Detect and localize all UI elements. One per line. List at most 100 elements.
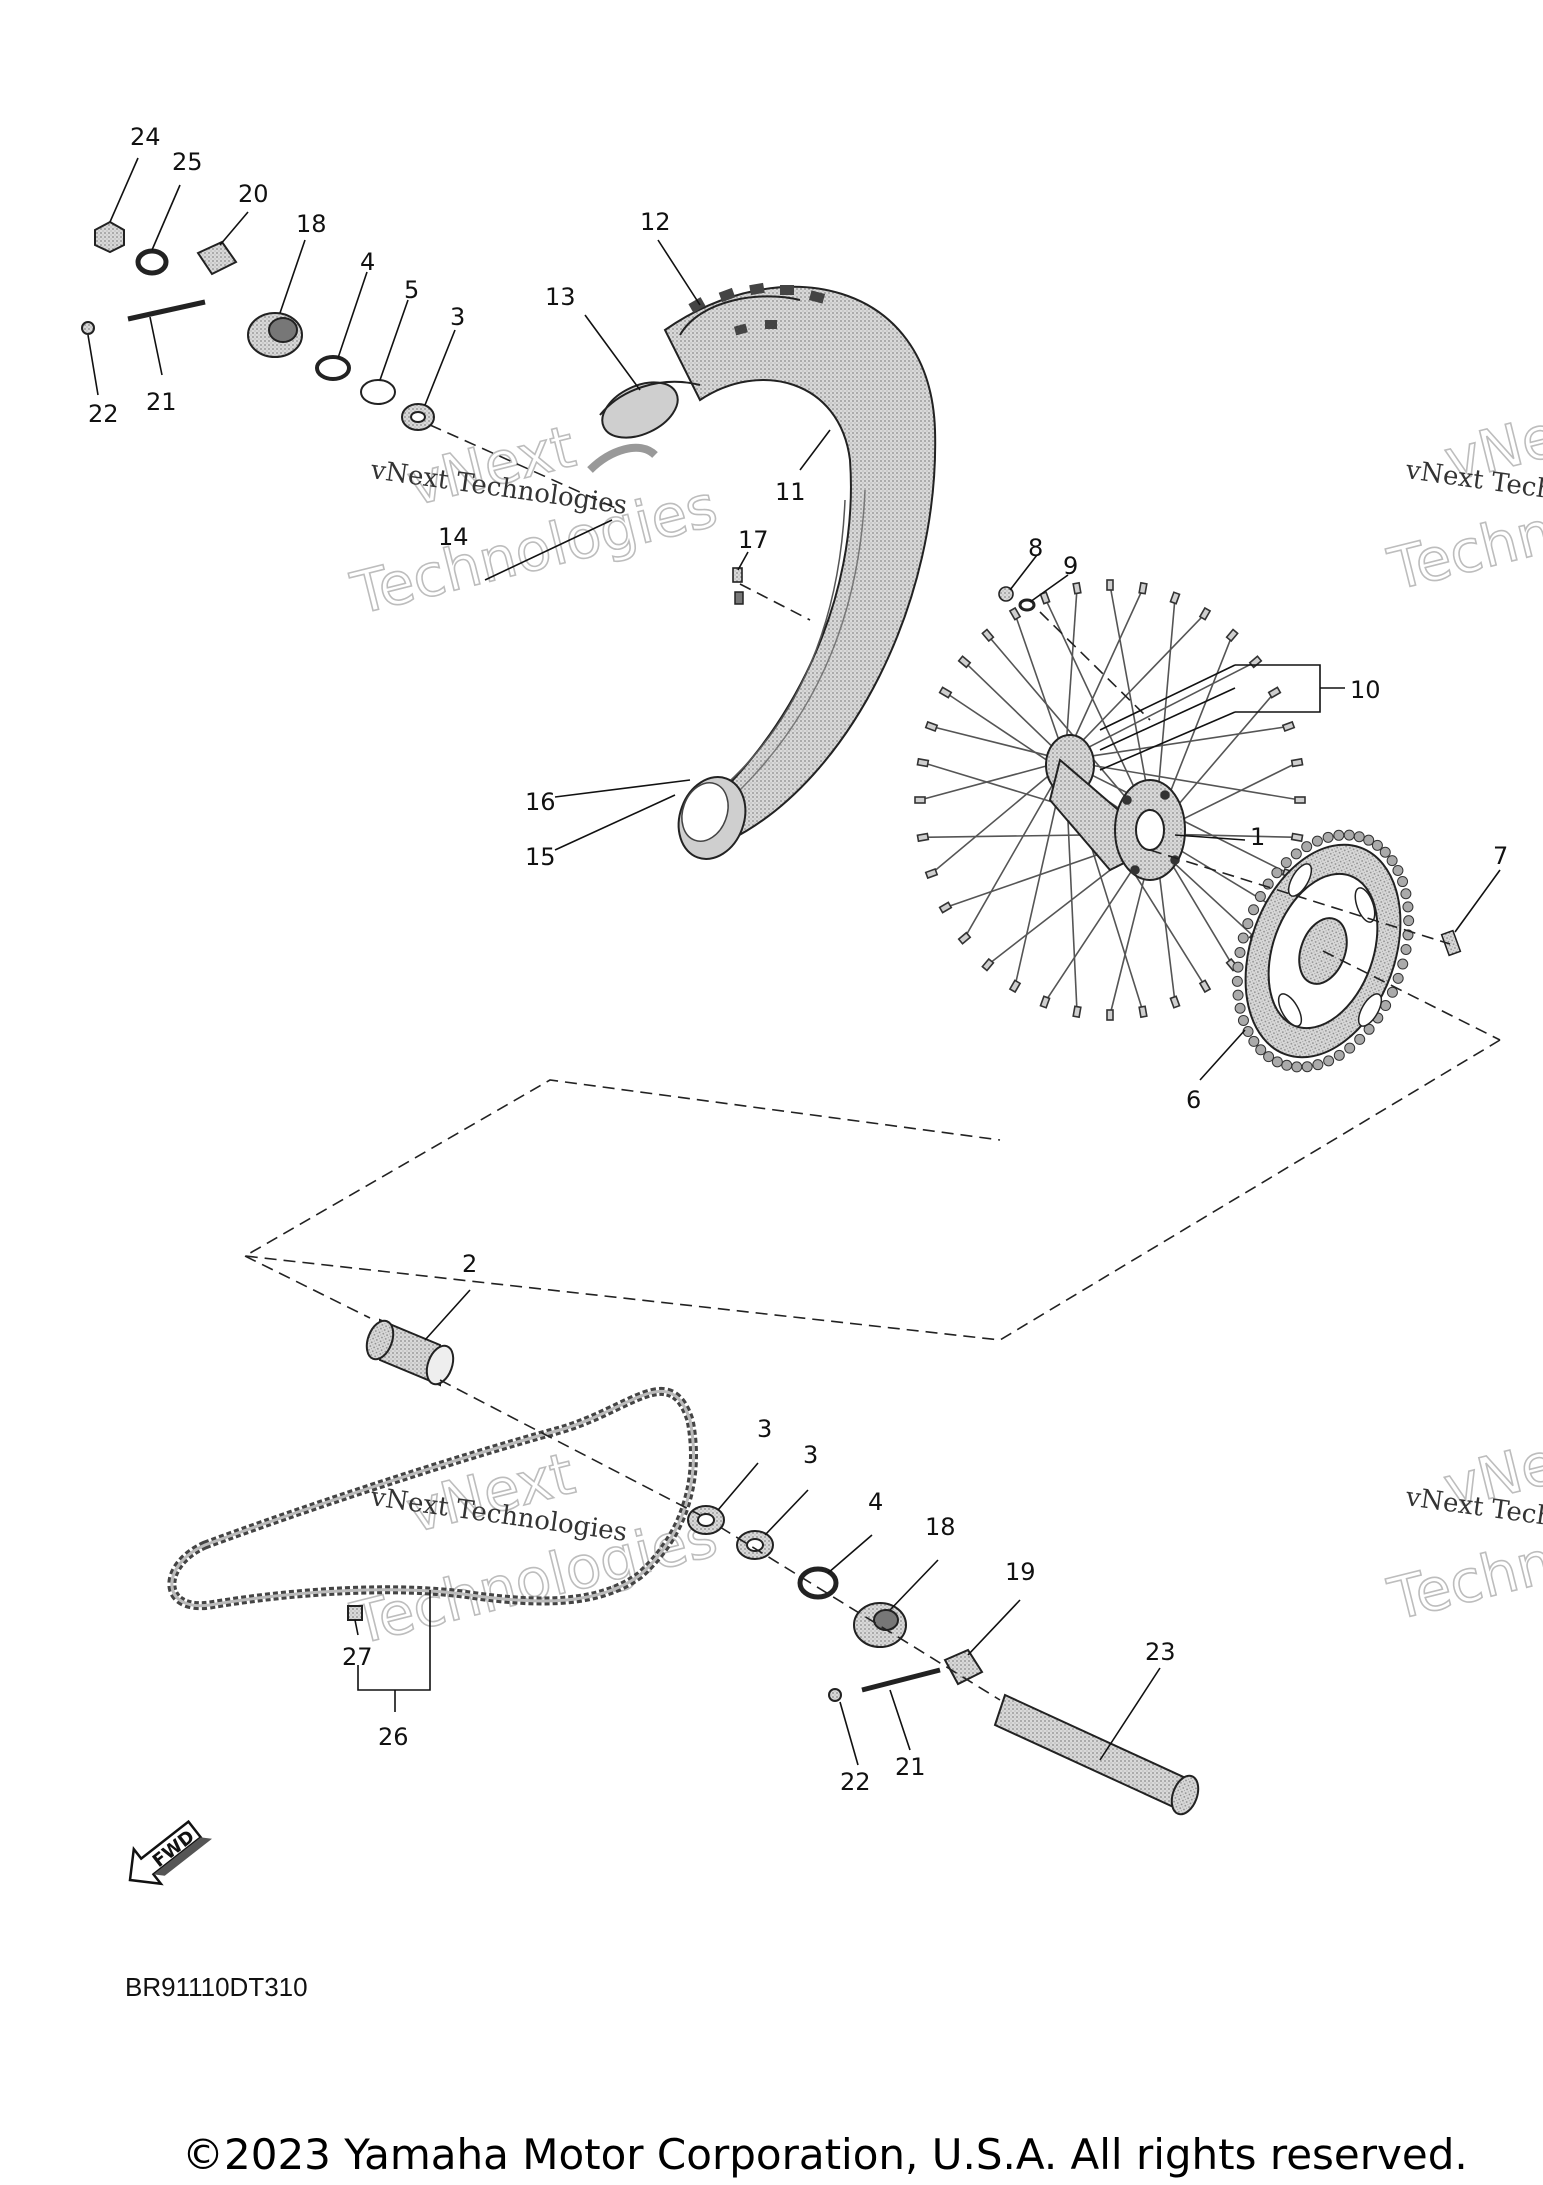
callout-16: 16: [525, 788, 556, 816]
leader-lines: [87, 157, 1501, 1766]
spoke: [931, 725, 1052, 758]
callout-7: 7: [1493, 842, 1508, 870]
spoke-nipple: [916, 757, 930, 768]
spoke: [1014, 613, 1061, 744]
sprocket-tooth: [1400, 943, 1412, 955]
adjuster-20: [196, 240, 238, 276]
watermark-top-right: vNext Technologies vNext Technologies: [1381, 387, 1543, 604]
callout-8: 8: [1028, 534, 1043, 562]
sprocket-tooth: [1312, 1059, 1324, 1071]
sprocket-tooth: [1271, 867, 1283, 879]
spoke-nipple: [1008, 606, 1022, 621]
dashed-assembly-lines-top: [242, 424, 1501, 1341]
spoke: [1088, 772, 1289, 875]
spoke-nipple: [924, 867, 939, 880]
spoke-nipple: [1106, 579, 1114, 591]
sprocket-tooth: [1234, 947, 1246, 959]
spoke-nipple: [1198, 979, 1212, 994]
bolt-21: [127, 299, 206, 322]
sprocket-tooth: [1301, 841, 1313, 853]
callout-22: 22: [88, 400, 119, 428]
sprocket-tooth: [1280, 857, 1292, 869]
sprocket-tooth: [1344, 1042, 1356, 1054]
spoke: [1084, 661, 1256, 750]
diagram-code: BR91110DT310: [125, 1972, 308, 2002]
small-fasteners: [732, 567, 1036, 612]
sprocket-tooth: [1392, 864, 1404, 876]
spoke-nipple: [914, 796, 926, 804]
spoke-nipple: [1290, 832, 1304, 843]
sprocket-tooth: [1248, 904, 1260, 916]
spoke-nipple: [1008, 979, 1022, 994]
sprocket-tooth: [1379, 846, 1391, 858]
spoke-nipple: [1138, 581, 1148, 595]
ring-5: [360, 379, 396, 405]
spoke: [1162, 848, 1233, 966]
spoke-nipple: [916, 832, 930, 843]
seal-4: [315, 355, 351, 381]
callout-12: 12: [640, 208, 671, 236]
sprocket-tooth: [1333, 1049, 1345, 1061]
sprocket-tooth: [1403, 915, 1415, 927]
sprocket-tooth: [1386, 986, 1398, 998]
callout-17: 17: [738, 526, 769, 554]
spoke: [1169, 833, 1298, 839]
spoke-nipple: [1290, 757, 1304, 768]
sprocket-tooth: [1232, 961, 1244, 973]
spoke-nipple: [981, 628, 995, 643]
nut-22: [81, 321, 95, 335]
spoke: [1044, 853, 1144, 1003]
drive-chain: [167, 1386, 698, 1611]
callout-25: 25: [172, 148, 203, 176]
spoke-nipple: [1169, 995, 1181, 1009]
spoke: [1072, 587, 1144, 741]
sprocket-tooth: [1263, 1051, 1275, 1063]
spoke: [1162, 635, 1233, 812]
bolt-8: [998, 586, 1014, 602]
callout-5: 5: [404, 276, 419, 304]
callout-27: 27: [342, 1643, 373, 1671]
sprocket-tooth: [1323, 1055, 1335, 1067]
callout-24: 24: [130, 123, 161, 151]
callout-21: 21: [146, 388, 177, 416]
left-axle-parts: [81, 220, 435, 431]
spoke: [1109, 854, 1151, 1016]
callout-23: 23: [1145, 1638, 1176, 1666]
sprocket-tooth: [1237, 1014, 1249, 1026]
rear-sprocket: [1231, 829, 1462, 1073]
callout-11: 11: [775, 478, 806, 506]
callout-4: 4: [360, 248, 375, 276]
spoke: [963, 661, 1056, 750]
spoke: [930, 772, 1052, 875]
spoke-nipple: [981, 957, 995, 972]
sprocket-tooth: [1333, 829, 1345, 841]
callout-22b: 22: [840, 1768, 871, 1796]
dashed-assembly-lines-bottom: [244, 1255, 1001, 1701]
sprocket-tooth: [1255, 1044, 1267, 1056]
callout-20: 20: [238, 180, 269, 208]
callout-4b: 4: [868, 1488, 883, 1516]
spoke-nipple: [1294, 796, 1306, 804]
callout-13: 13: [545, 283, 576, 311]
watermark-bottom-right: vNext Technologies vNext Technologies: [1381, 1414, 1543, 1634]
spoke: [1088, 725, 1289, 758]
spoke: [1014, 786, 1061, 987]
spoke-nipple: [1198, 606, 1212, 621]
spoke: [1065, 588, 1078, 741]
tire-and-rim: [587, 282, 937, 860]
watermark-top-left: vNext Technologies vNext Technologies: [344, 411, 725, 628]
spoke-nipple: [957, 931, 972, 945]
spoke: [1166, 691, 1276, 819]
spoke: [987, 634, 1138, 812]
copyright-notice: ©2023 Yamaha Motor Corporation, U.S.A. A…: [182, 2130, 1468, 2179]
sprocket-tooth: [1290, 848, 1302, 860]
callout-2: 2: [462, 1250, 477, 1278]
spoke: [919, 764, 1051, 801]
ring-25: [135, 248, 169, 276]
spoke: [1169, 761, 1298, 827]
callout-numbers: 24 25 20 18 4 5 3 22 21 12 13 11 14 17 1…: [88, 123, 1508, 1796]
spoke-nipple: [1267, 686, 1282, 699]
spoke-nipple: [1225, 628, 1239, 643]
callout-14: 14: [438, 523, 469, 551]
